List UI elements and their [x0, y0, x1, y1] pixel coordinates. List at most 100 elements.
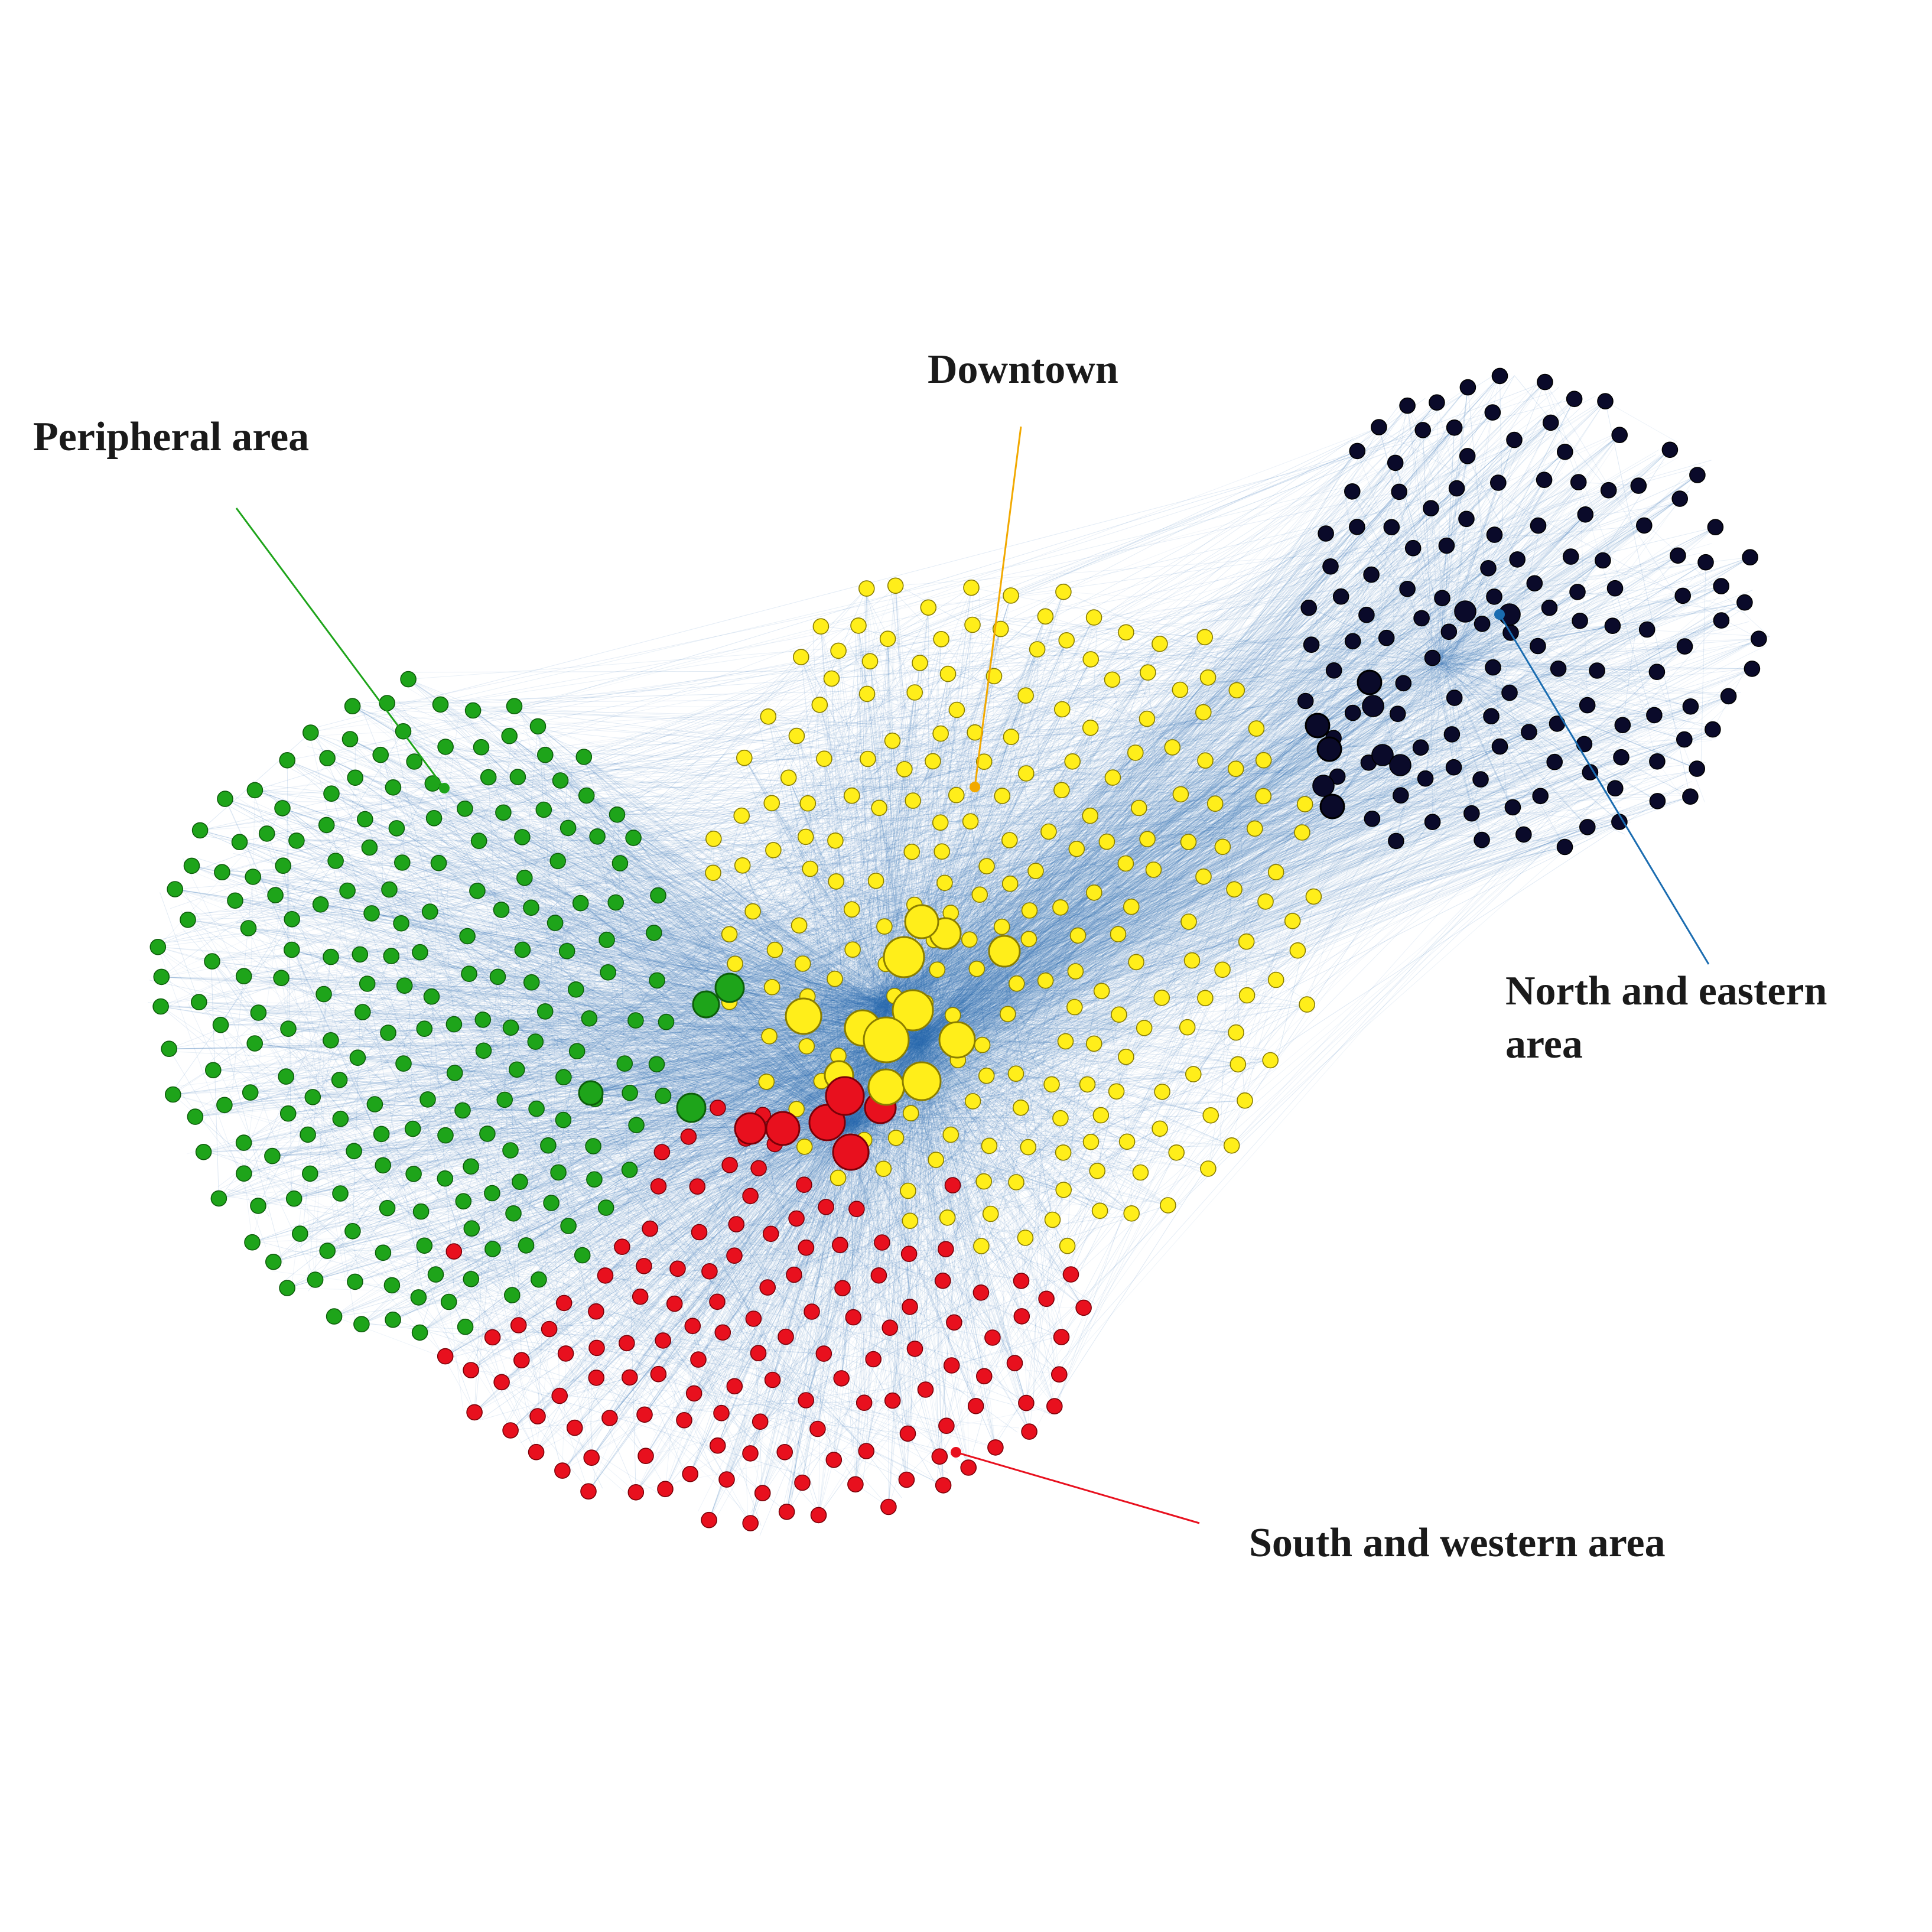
network-edge [883, 1013, 1209, 1169]
network-edge [873, 750, 1162, 998]
network-edge [874, 639, 942, 994]
network-edge [894, 988, 1271, 1061]
network-edge [933, 968, 977, 1041]
network-edge [1017, 831, 1049, 1147]
network-edge [891, 760, 1264, 1016]
network-edge [846, 1115, 1211, 1126]
network-edge [919, 710, 957, 1043]
network-edge [565, 925, 799, 1071]
network-edge [1061, 694, 1147, 720]
network-edge [922, 1034, 1209, 1169]
network-edge [847, 639, 942, 1131]
network-edge [873, 1004, 1209, 1169]
network-edge [1162, 804, 1216, 1003]
network-edge [1010, 536, 1349, 884]
network-edge [513, 815, 1091, 1349]
network-edge [508, 934, 730, 1075]
network-edge [838, 580, 867, 1056]
network-edge [1076, 637, 1205, 1011]
network-edge [957, 526, 1718, 710]
network-edge [887, 889, 1235, 1010]
network-edge [851, 795, 958, 1186]
network-edge [919, 639, 942, 1041]
network-edge [774, 925, 800, 1043]
network-edge [620, 632, 1127, 858]
network-edge [852, 759, 869, 1128]
network-edge [427, 828, 934, 941]
network-edge [863, 587, 1064, 1153]
network-edge [489, 727, 1091, 1097]
network-edge [893, 760, 1206, 1001]
network-edge [917, 921, 1293, 1040]
network-edge [925, 676, 994, 760]
network-edge [900, 921, 1189, 1010]
network-edge [655, 1075, 928, 1376]
network-edge [1120, 639, 1277, 980]
network-edge [925, 871, 1276, 1053]
network-edge [275, 808, 1139, 851]
network-edge [799, 717, 1699, 926]
network-edge [657, 883, 1010, 967]
network-edge [805, 679, 1113, 1022]
network-edge [983, 676, 994, 1180]
network-edge [1010, 502, 1424, 596]
network-edge [1116, 812, 1222, 1092]
network-edge [727, 865, 743, 1178]
network-edge [402, 870, 1036, 993]
network-edge [439, 713, 982, 1247]
network-edge [887, 578, 1206, 761]
network-edge [831, 678, 851, 1123]
network-edge [838, 650, 882, 1008]
network-edge [401, 650, 839, 776]
network-edge [845, 1074, 1193, 1113]
network-edge [506, 639, 942, 1423]
network-edge [614, 678, 832, 1127]
network-edge [887, 760, 1264, 1006]
network-edge [851, 795, 929, 1029]
network-edge [217, 934, 730, 1191]
network-edge [927, 752, 1136, 1033]
network-edge [1087, 564, 1598, 1085]
network-edge [713, 838, 843, 1112]
network-edge [970, 821, 1003, 1022]
network-edge [506, 838, 714, 1311]
network-edge [978, 871, 1277, 1384]
network-edge [255, 934, 730, 1080]
network-edge [1058, 889, 1235, 1403]
network-edge [866, 596, 941, 734]
network-edge [799, 925, 884, 1009]
network-edge [843, 733, 941, 1133]
network-edge [742, 865, 889, 998]
network-edge [921, 616, 1046, 1032]
network-edge [771, 803, 889, 1003]
network-edge [576, 840, 836, 1056]
network-edge [850, 880, 877, 1113]
network-edge [405, 639, 942, 729]
network-edge [222, 716, 769, 874]
network-edge [919, 637, 1205, 1051]
network-edge [317, 934, 730, 1041]
network-edge [883, 1005, 1193, 1075]
network-edge [835, 840, 871, 1004]
network-edge [631, 838, 714, 1341]
network-edge [1112, 679, 1502, 687]
network-edge [521, 800, 913, 1241]
network-edge [771, 803, 1058, 1273]
network-edge [926, 870, 1036, 1040]
network-edge [348, 883, 1010, 1121]
network-edge [925, 980, 1276, 1042]
network-edge [1276, 663, 1341, 873]
network-edge [875, 1001, 1100, 1211]
network-edge [893, 889, 1235, 1002]
network-edge [867, 694, 884, 1009]
network-edge [1112, 534, 1487, 680]
network-edge [628, 815, 1091, 1095]
network-edge [850, 1060, 1271, 1119]
network-edge [802, 831, 1049, 973]
network-edge [893, 798, 1391, 1046]
network-edge [912, 1048, 1063, 1153]
network-edge [921, 1044, 1211, 1116]
network-edge [921, 1043, 1211, 1116]
